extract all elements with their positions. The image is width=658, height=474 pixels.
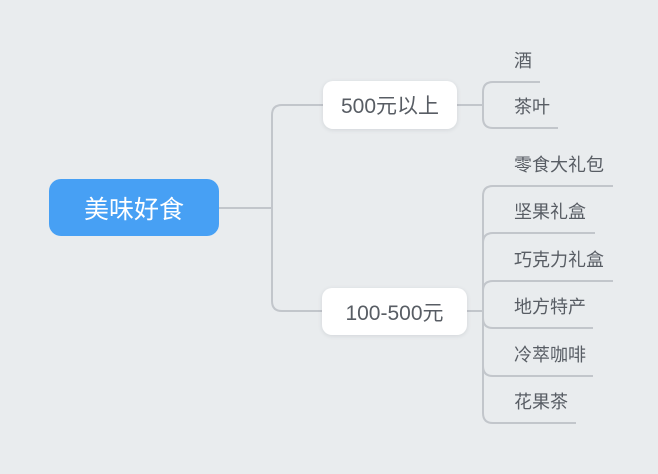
root-node[interactable]: 美味好食	[49, 179, 219, 236]
leaf-node-tea[interactable]: 茶叶	[514, 97, 550, 117]
branch-node-over-500[interactable]: 500元以上	[323, 81, 457, 129]
branch-node-label: 100-500元	[345, 301, 444, 325]
leaf-node-alcohol[interactable]: 酒	[514, 51, 532, 71]
connector-branch2-leaf1	[482, 185, 613, 311]
connector-branch2-leaf6	[482, 311, 576, 424]
leaf-node-snack-pack[interactable]: 零食大礼包	[514, 155, 604, 175]
branch-node-label: 500元以上	[340, 95, 440, 118]
connector-branch1-leaf1	[482, 81, 540, 105]
leaf-node-cold-brew-coffee[interactable]: 冷萃咖啡	[514, 345, 586, 365]
connector-trunk-branch1	[271, 104, 323, 208]
root-node-label: 美味好食	[83, 195, 184, 224]
connector-branch2-leaf3	[482, 280, 613, 311]
connector-branch2-leaf2	[482, 232, 595, 311]
connector-branch2-leaf5	[482, 311, 593, 377]
leaf-node-nut-giftbox[interactable]: 坚果礼盒	[514, 202, 586, 222]
leaf-node-local-specialty[interactable]: 地方特产	[514, 297, 586, 317]
branch-node-100-500[interactable]: 100-500元	[322, 288, 467, 335]
leaf-node-chocolate-box[interactable]: 巧克力礼盒	[514, 250, 604, 270]
connector-trunk-branch2	[271, 208, 322, 312]
leaf-node-fruit-tea[interactable]: 花果茶	[514, 392, 568, 412]
connector-branch1-leaf2	[482, 105, 558, 129]
